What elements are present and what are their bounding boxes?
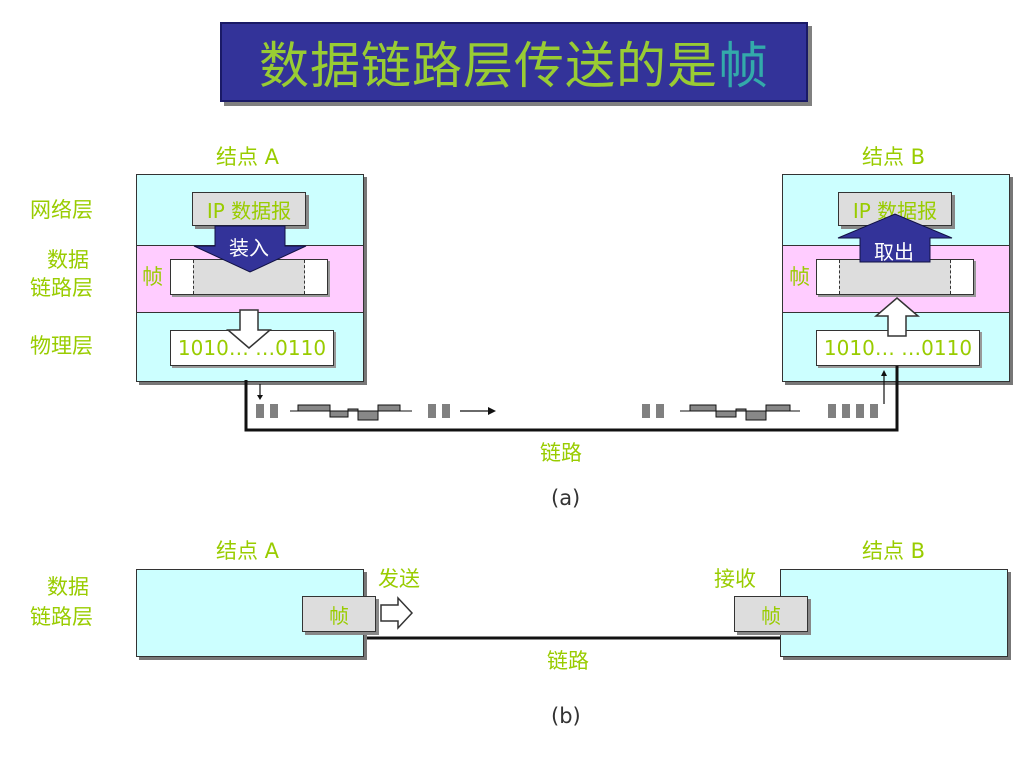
link-label-b: 链路 — [547, 649, 589, 673]
node-a-label: 结点 A — [216, 539, 280, 563]
down-hollow-arrow-icon — [225, 309, 273, 349]
bit-blocks-left — [256, 404, 450, 418]
receive-label: 接收 — [714, 567, 756, 591]
send-label: 发送 — [378, 567, 420, 591]
title-text: 数据链路层传送的是 — [259, 37, 718, 95]
node-b-datalink-box — [780, 569, 1008, 657]
frame-box-send: 帧 — [302, 596, 376, 632]
frame-box-receive: 帧 — [734, 596, 808, 632]
ip-datagram-box: IP 数据报 — [192, 192, 306, 226]
frame-payload-b — [839, 260, 951, 294]
signal-waveform-right — [680, 404, 800, 421]
bits-box-a: 1010… …0110 — [170, 330, 334, 366]
extract-arrow-icon — [837, 213, 953, 263]
send-arrow-icon — [380, 596, 414, 630]
title-highlight: 帧 — [718, 37, 769, 95]
signal-waveform-left — [290, 404, 412, 421]
layer-datalink-label-line1: 数据 — [47, 248, 89, 272]
caption-b: (b) — [551, 704, 581, 728]
extract-label: 取出 — [874, 240, 914, 264]
node-b-label: 结点 B — [862, 145, 926, 169]
encapsulate-arrow-icon — [193, 225, 307, 273]
slide-title: 数据链路层传送的是帧 — [220, 22, 808, 102]
frame-box-b — [816, 259, 974, 295]
encapsulate-label: 装入 — [229, 236, 269, 260]
layer-datalink-label-line2: 链路层 — [30, 276, 93, 300]
node-a-datalink-box — [136, 569, 364, 657]
frame-label-a: 帧 — [142, 265, 163, 289]
caption-a: (a) — [551, 486, 581, 510]
layer-network-label: 网络层 — [30, 198, 93, 222]
frame-label-b: 帧 — [789, 265, 810, 289]
layer-physical-label: 物理层 — [30, 334, 93, 358]
node-b-label: 结点 B — [862, 539, 926, 563]
link-line-a — [244, 366, 899, 432]
bit-blocks-right — [642, 404, 878, 418]
up-hollow-arrow-icon — [873, 297, 921, 337]
layer-datalink-label-line2: 链路层 — [30, 605, 93, 629]
layer-datalink-label-line1: 数据 — [47, 575, 89, 599]
link-label-a: 链路 — [540, 441, 582, 465]
node-a-label: 结点 A — [216, 145, 280, 169]
